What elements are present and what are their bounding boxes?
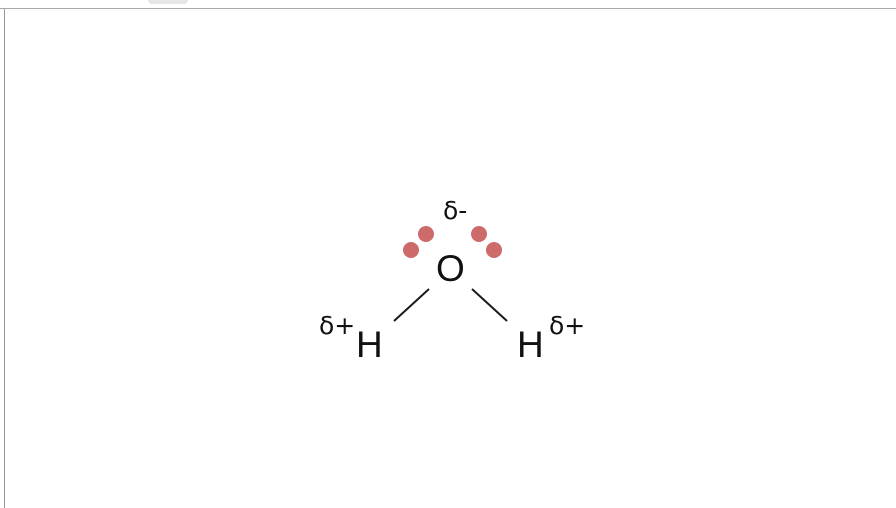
- lone-pairs: [403, 226, 502, 258]
- lone-pair-electron: [486, 242, 502, 258]
- tab-fragment: [148, 0, 188, 4]
- hydrogen-left-partial-charge: δ+: [319, 311, 355, 340]
- diagram-canvas: [4, 9, 896, 508]
- lone-pair-electron: [418, 226, 434, 242]
- lone-pair-electron: [403, 242, 419, 258]
- hydrogen-right-atom: H: [517, 324, 544, 365]
- lone-pair-electron: [471, 226, 487, 242]
- oxygen-partial-charge: δ-: [443, 196, 467, 225]
- bond-right: [471, 288, 508, 322]
- oxygen-atom: O: [436, 248, 465, 289]
- window-top-edge: [0, 0, 896, 9]
- hydrogen-right-partial-charge: δ+: [549, 311, 585, 340]
- bond-left: [393, 288, 430, 322]
- hydrogen-left-atom: H: [356, 324, 383, 365]
